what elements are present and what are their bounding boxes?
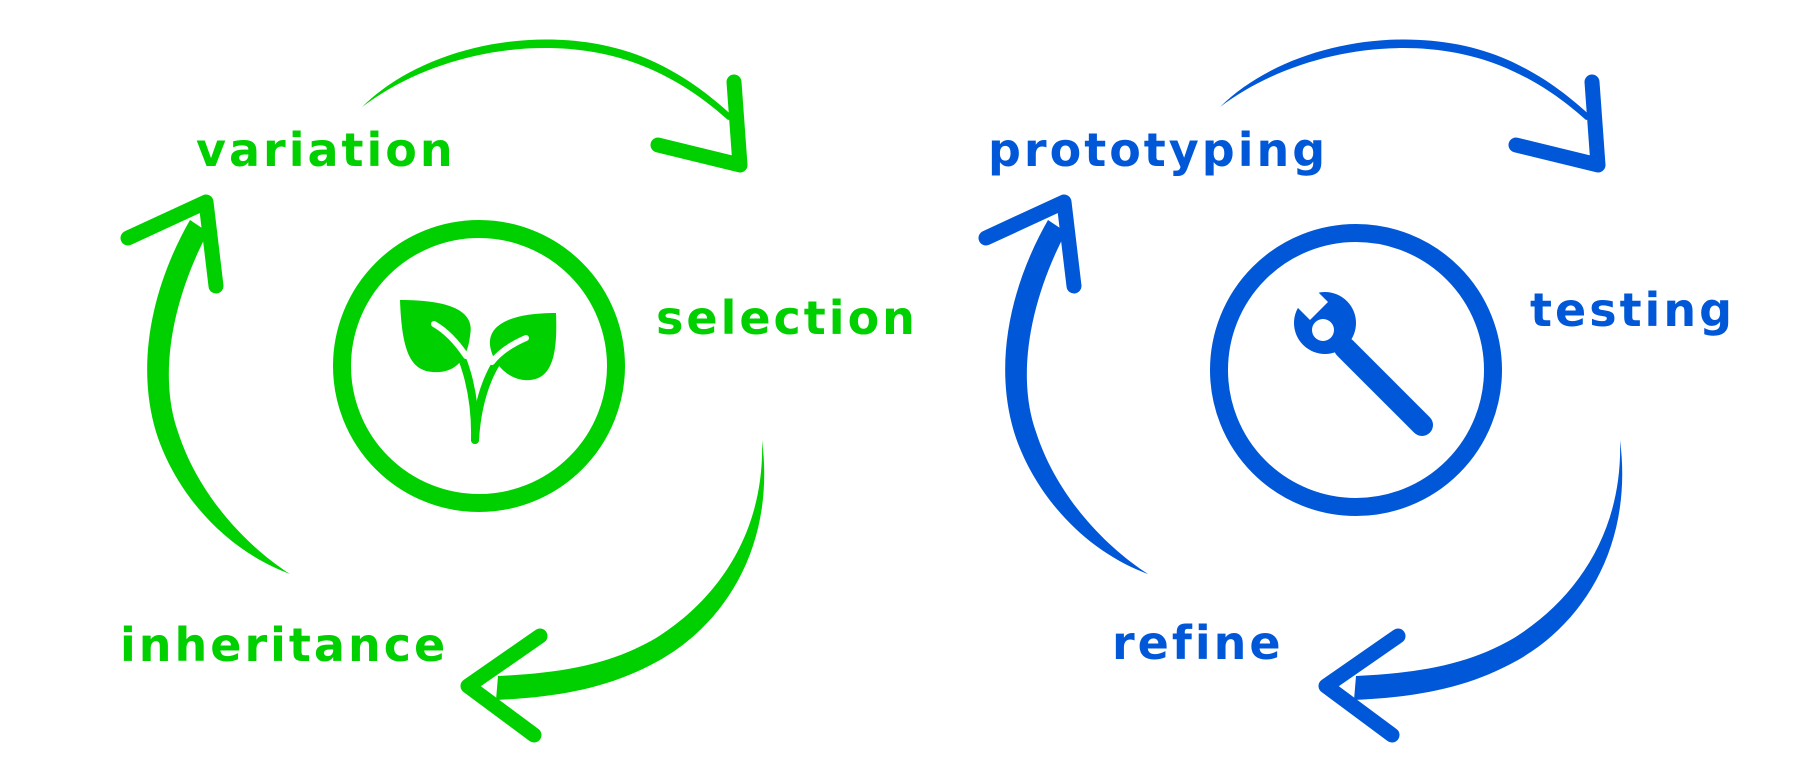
label-selection: selection	[656, 291, 918, 345]
design-cycle	[978, 39, 1623, 743]
arrowhead-bottom-left	[460, 628, 548, 743]
arrow-variation-to-selection	[362, 39, 735, 120]
label-variation: variation	[196, 123, 456, 177]
arrow-prototyping-to-testing	[1220, 39, 1593, 120]
wrench-icon	[1289, 280, 1433, 436]
arrow-selection-to-inheritance	[496, 440, 765, 700]
center-ring	[1210, 224, 1502, 516]
arrow-refine-to-prototyping	[1005, 220, 1148, 574]
arrowhead-top-left	[978, 194, 1082, 294]
arrowhead-top-left	[120, 194, 224, 294]
center-ring	[333, 220, 625, 512]
arrowhead-bottom-left	[1318, 628, 1406, 743]
evolution-cycle	[120, 39, 765, 743]
label-prototyping: prototyping	[988, 123, 1329, 177]
sprout-icon	[400, 300, 557, 444]
label-refine: refine	[1112, 616, 1284, 670]
arrowhead-top-right	[1508, 74, 1606, 173]
arrow-testing-to-refine	[1354, 440, 1623, 700]
label-inheritance: inheritance	[120, 618, 449, 672]
arrowhead-top-right	[650, 74, 748, 173]
arrow-inheritance-to-variation	[147, 220, 290, 574]
label-testing: testing	[1530, 283, 1735, 337]
